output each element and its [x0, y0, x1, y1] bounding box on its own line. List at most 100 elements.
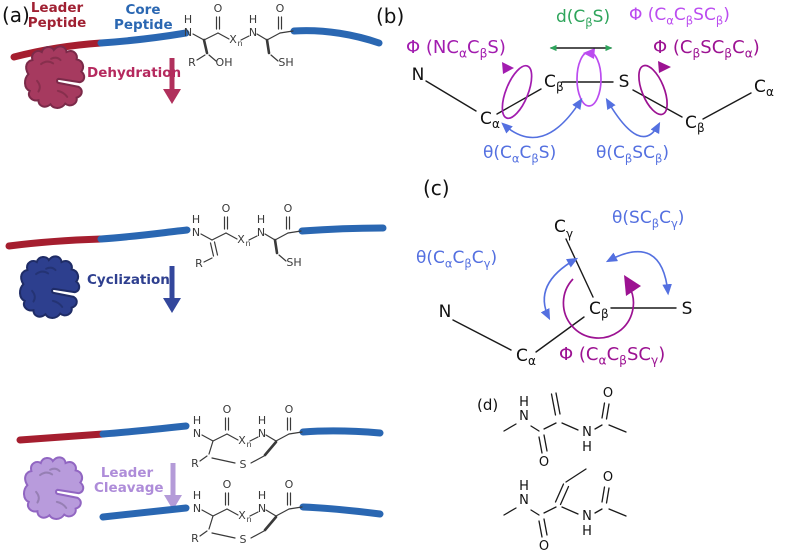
dihedral-rotation-loop-scb: [638, 64, 668, 116]
atom-label: n: [237, 39, 242, 48]
panel-label-b: (b): [376, 4, 405, 28]
dihedral-rotation-loop-cacb: [501, 64, 533, 120]
atom-label: SH: [278, 56, 293, 69]
atom-label: X: [229, 33, 237, 46]
atom-label: X: [238, 434, 246, 447]
dihedral-label-cbscbca: Φ (CβSCβCα): [653, 37, 760, 61]
atom-label: C: [544, 72, 556, 92]
atom-label: N: [258, 427, 266, 440]
atom-label: H: [582, 440, 592, 455]
atom-label: N: [249, 26, 257, 39]
atom-label: O: [276, 2, 285, 15]
atom-label: OH: [216, 56, 233, 69]
atom-label: N: [193, 427, 201, 440]
atom-label: H: [582, 524, 592, 539]
atom-label: SH: [286, 256, 301, 269]
atom-label: β: [601, 307, 609, 321]
protease-enzyme-blob: [22, 456, 85, 520]
angle-arc-cbscb: [605, 97, 661, 138]
atom-label: H: [258, 414, 266, 427]
angle-arc-cacbcg: [540, 257, 579, 321]
dehydratase-enzyme-blob: [23, 45, 86, 109]
atom-label: H: [257, 213, 265, 226]
reaction-arrow-cyclization: [163, 266, 181, 313]
panel-d-structures: H N O N H O H N O N H O: [503, 386, 627, 550]
leader-peptide-label: Leader Peptide: [27, 0, 87, 31]
atom-label: H: [184, 13, 192, 26]
atom-label: O: [285, 478, 294, 491]
atom-label: N: [193, 502, 201, 515]
atom-label: H: [519, 395, 529, 410]
dihedral-label-cacbscb: Φ (CαCβSCβ): [629, 5, 730, 28]
leader-cleavage-step-label: Leader Cleavage: [94, 465, 164, 496]
loop-arrowhead: [658, 61, 671, 73]
dihedral-label-ncacbs: Φ (NCαCβS): [406, 37, 506, 61]
atom-label: S: [240, 533, 247, 546]
atom-label: S: [619, 72, 630, 92]
angle-label-cacbcg: θ(CαCβCγ): [416, 248, 498, 271]
panel-label-c: (c): [423, 176, 450, 200]
atom-label: α: [492, 117, 500, 131]
cyclase-enzyme-blob: [18, 255, 81, 319]
atom-label: N: [439, 302, 452, 322]
atom-label: N: [184, 26, 192, 39]
atom-label: R: [191, 457, 199, 470]
precursor-ribbon-row3: [16, 422, 384, 444]
dihedral-label-cacbscg: Φ (CαCβSCγ): [559, 344, 666, 368]
atom-label: n: [245, 239, 250, 248]
core-peptide-label: Core Peptide: [114, 2, 173, 33]
atom-label: O: [222, 202, 231, 215]
atom-label: n: [246, 515, 251, 524]
panel-b-geometry: N C α C β S C β C α: [412, 44, 774, 139]
atom-label: S: [682, 299, 693, 319]
atom-label: H: [258, 489, 266, 502]
bond-distance-label: d(CβS): [556, 7, 611, 30]
structure-dha: H N O N H O: [503, 386, 627, 470]
atom-label: H: [193, 489, 201, 502]
dihedral-rotation-loop-cbs: [576, 51, 602, 107]
atom-label: N: [257, 226, 265, 239]
atom-label: β: [556, 80, 564, 94]
atom-label: O: [285, 403, 294, 416]
atom-label: R: [191, 532, 199, 545]
panel-label-a: (a): [2, 3, 30, 27]
atom-label: n: [246, 440, 251, 449]
loop-arrowhead: [502, 62, 514, 74]
atom-label: S: [240, 458, 247, 471]
reaction-arrow-leader-cleavage: [164, 463, 182, 510]
atom-label: N: [258, 502, 266, 515]
structure-dehydro-cys: H N O X n H N O R SH: [192, 202, 302, 270]
atom-label: O: [223, 478, 232, 491]
atom-label: O: [284, 202, 293, 215]
cyclization-step-label: Cyclization: [87, 272, 170, 288]
atom-label: X: [238, 509, 246, 522]
atom-label: C: [685, 113, 697, 133]
angle-arc-scbcg: [605, 251, 672, 296]
atom-label: C: [754, 77, 766, 97]
structure-dhb: H N O N H O: [503, 468, 627, 550]
structure-lanthionine-ring-1: H N O X n H N O R S: [191, 403, 303, 471]
structure-ser-cys: H N O X n H N O R OH SH: [184, 2, 294, 69]
panel-c-geometry: C γ N C β S C α: [439, 217, 693, 368]
atom-label: O: [539, 539, 549, 550]
atom-label: α: [528, 354, 536, 368]
angle-arc-cacbs: [501, 97, 583, 139]
atom-label: N: [519, 409, 529, 424]
atom-label: O: [214, 2, 223, 15]
atom-label: N: [582, 509, 592, 524]
atom-label: C: [480, 109, 492, 129]
atom-label: H: [192, 213, 200, 226]
panel-label-d: (d): [477, 396, 499, 414]
atom-label: H: [519, 479, 529, 494]
core-ribbon-row4: [99, 503, 384, 521]
atom-label: N: [519, 493, 529, 508]
atom-label: α: [766, 85, 774, 99]
atom-label: N: [192, 226, 200, 239]
angle-label-cacbs: θ(CαCβS): [483, 143, 557, 166]
atom-label: X: [237, 233, 245, 246]
angle-label-scbcg: θ(SCβCγ): [612, 208, 685, 231]
atom-label: C: [554, 217, 566, 237]
atom-label: O: [539, 455, 549, 470]
